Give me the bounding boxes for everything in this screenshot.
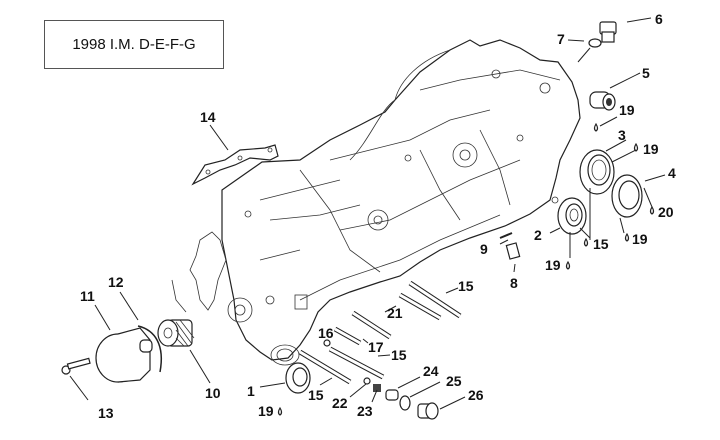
part-12-oring (137, 325, 162, 373)
callout-18: 17 (368, 339, 384, 355)
callout-19b: 19 (643, 141, 659, 157)
callout-3: 3 (618, 127, 626, 143)
model-title-box: 1998 I.M. D-E-F-G (44, 20, 224, 69)
part-17-oring (323, 339, 331, 347)
long-bolts (298, 280, 462, 385)
part-4-seal (611, 174, 643, 218)
lubrication-markers (277, 122, 655, 416)
callout-22: 22 (332, 395, 348, 411)
part-2-bearing (557, 197, 587, 235)
part-5-bushing (589, 91, 616, 111)
callout-16: 15 (593, 236, 609, 252)
part-3-bearing (579, 149, 615, 195)
part-11-cover (95, 327, 153, 383)
callout-23: 23 (357, 403, 373, 419)
callout-21: 21 (387, 305, 403, 321)
part-6-plug (599, 21, 617, 43)
callout-12: 12 (108, 274, 124, 290)
callout-8: 8 (510, 275, 518, 291)
callout-19c: 19 (632, 231, 648, 247)
part-25-washer (399, 395, 411, 411)
leader-lines (69, 17, 666, 410)
callout-19a: 19 (619, 102, 635, 118)
callout-19d: 19 (545, 257, 561, 273)
callout-13: 13 (98, 405, 114, 421)
part-14-gasket (191, 144, 279, 186)
callout-15a: 15 (458, 278, 474, 294)
callout-14: 14 (200, 109, 216, 125)
callout-7: 7 (557, 31, 565, 47)
callout-17: 16 (318, 325, 334, 341)
callout-25: 25 (446, 373, 462, 389)
callout-9: 9 (480, 241, 488, 257)
callout-24: 24 (423, 363, 439, 379)
callout-20: 20 (658, 204, 674, 220)
callout-10: 10 (205, 385, 221, 401)
callout-11: 11 (80, 288, 95, 304)
part-24-plunger (385, 389, 399, 401)
part-10-filter (157, 319, 195, 347)
callout-5: 5 (642, 65, 650, 81)
callout-19e: 19 (258, 403, 274, 419)
part-23-spring (373, 384, 381, 392)
part-26-cap (417, 402, 439, 420)
callout-4: 4 (668, 165, 676, 181)
crankcase (171, 39, 581, 366)
part-7-washer (588, 38, 602, 48)
callout-15c: 15 (308, 387, 324, 403)
callout-26: 26 (468, 387, 484, 403)
callout-2: 2 (534, 227, 542, 243)
callout-6: 6 (655, 11, 663, 27)
part-1-seal (285, 362, 311, 394)
model-title: 1998 I.M. D-E-F-G (72, 36, 196, 53)
callout-labels: 6 7 5 19 3 19 4 20 19 2 15 19 9 8 14 12 … (80, 11, 676, 421)
part-8-fitting (505, 242, 521, 260)
part-9-pin (499, 232, 513, 239)
part-13-bolt (61, 357, 91, 375)
callout-1: 1 (247, 383, 255, 399)
callout-15b: 15 (391, 347, 407, 363)
part-22-ball (363, 377, 371, 385)
